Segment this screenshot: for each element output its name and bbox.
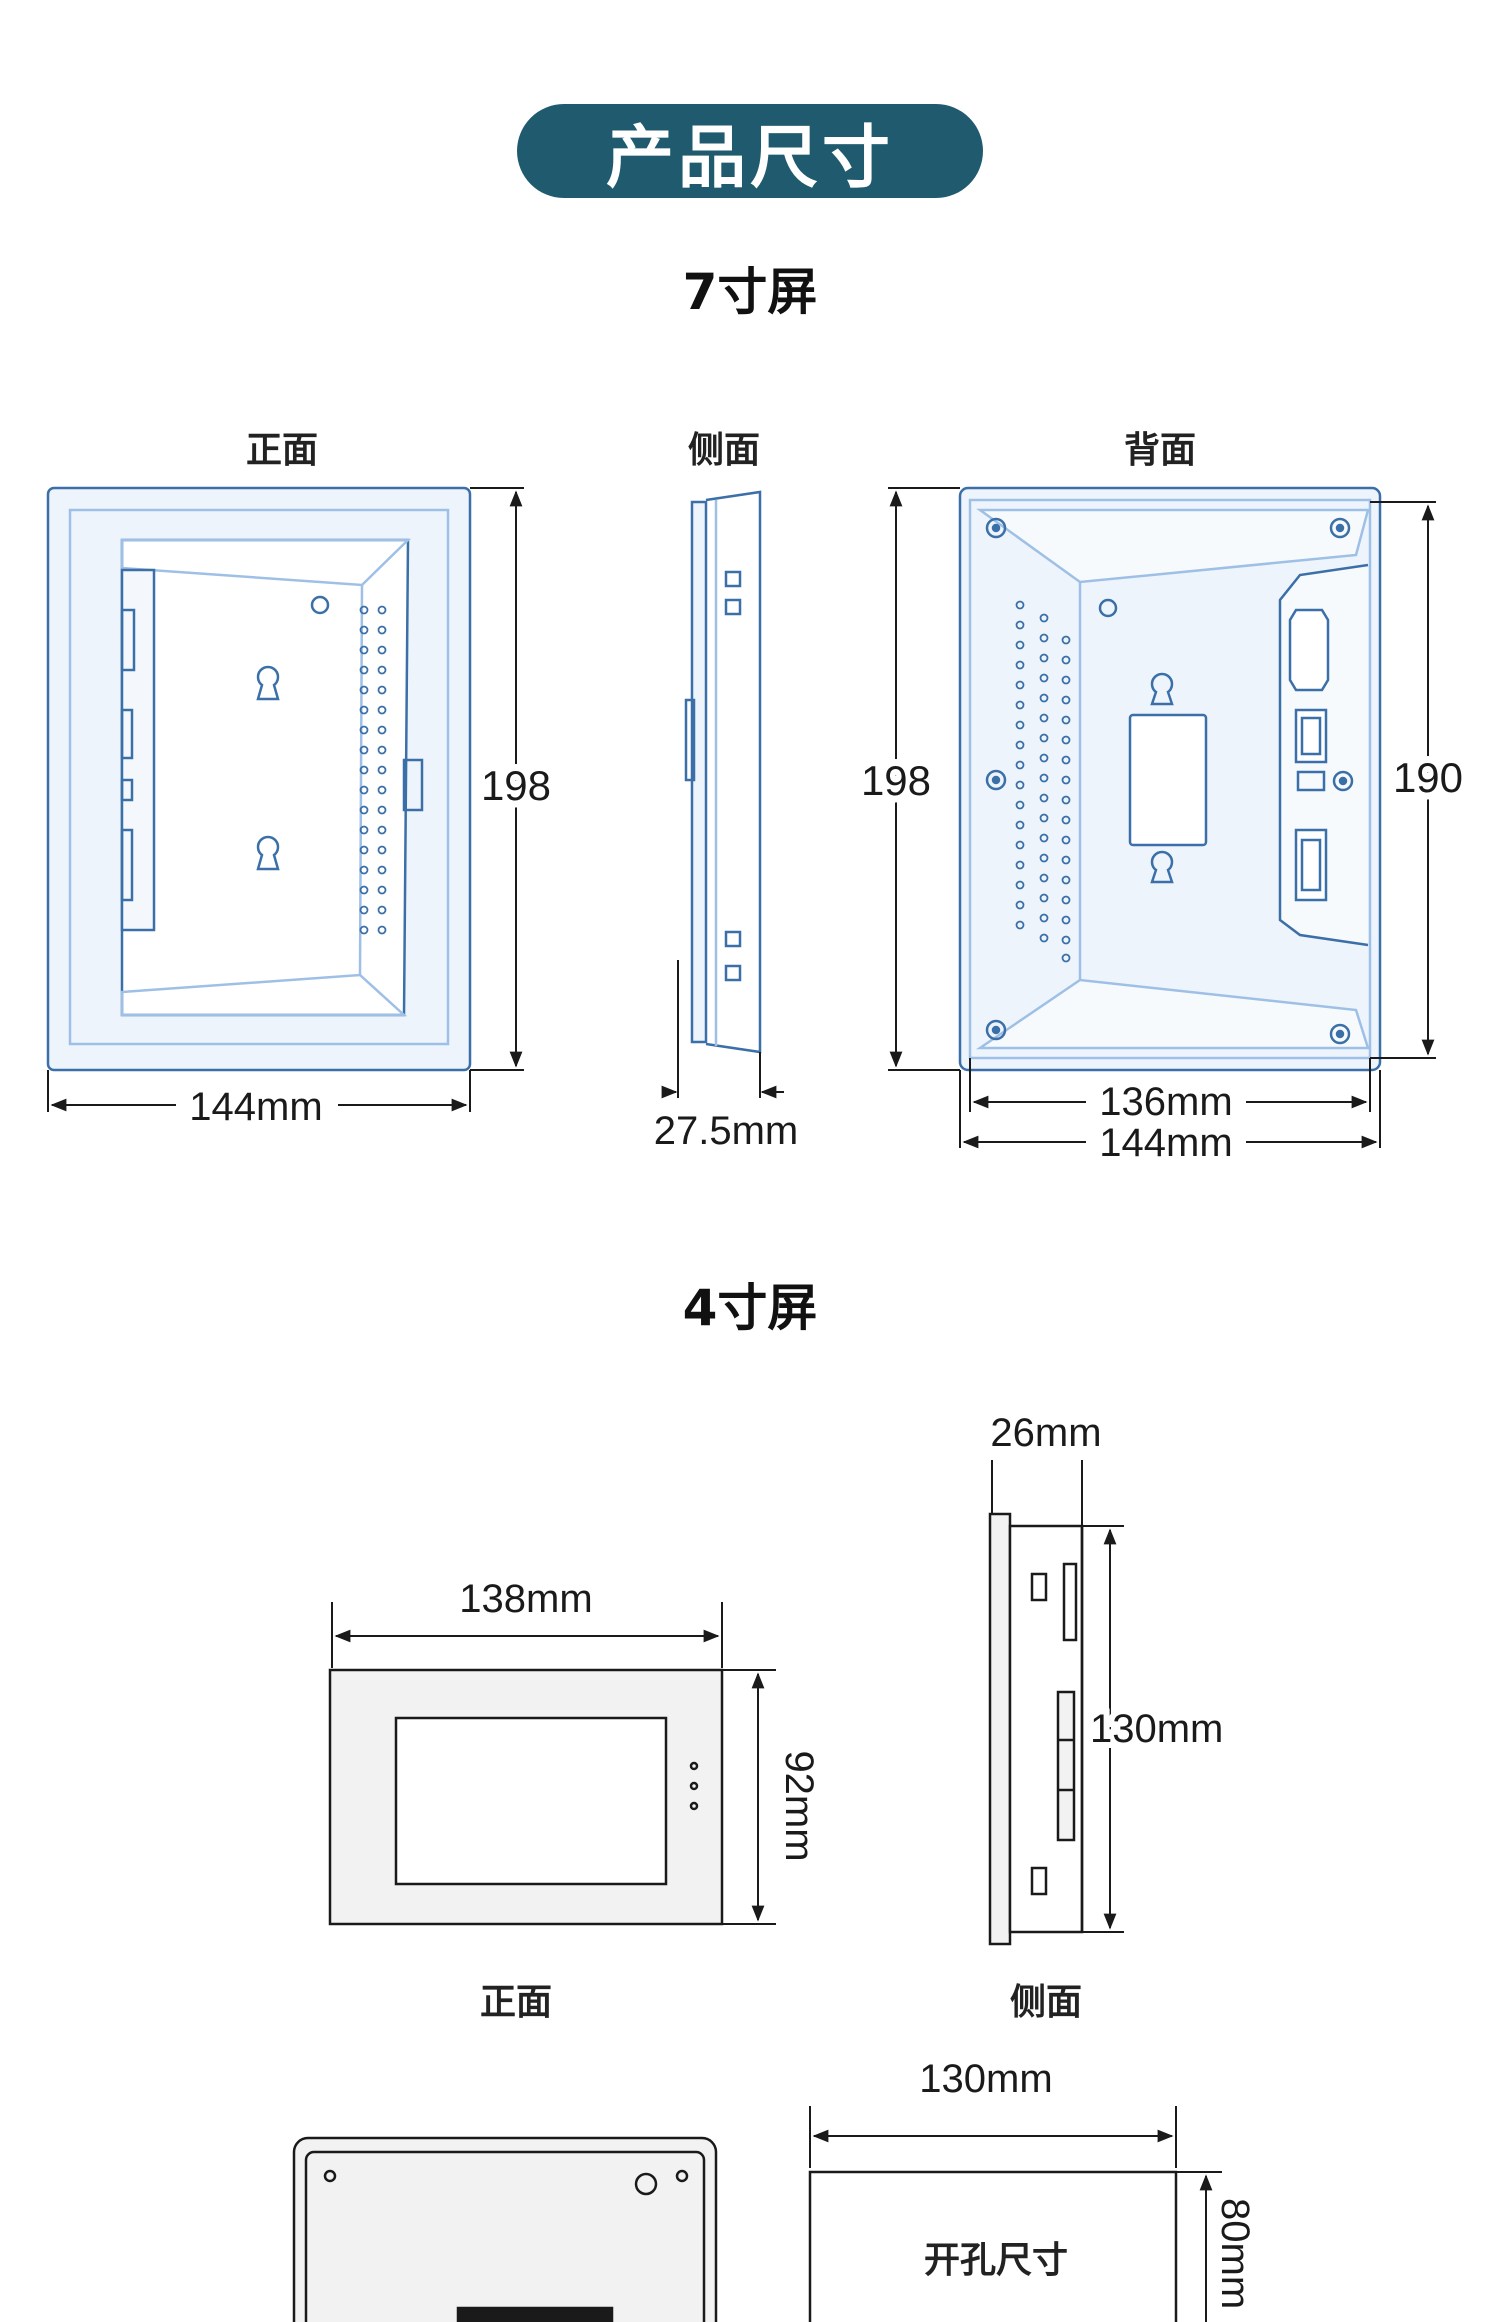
back-width-outer-7inch: 144mm [1099, 1121, 1232, 1165]
side-dimension-lines-7inch [661, 960, 784, 1099]
front-height-7inch: 198 [481, 762, 551, 809]
front-view-4inch [328, 1668, 724, 1926]
front-label-4inch: 正面 [480, 1982, 552, 2023]
front-width-7inch: 144mm [189, 1085, 322, 1129]
cutout-width-4inch: 130mm [919, 2057, 1052, 2101]
side-view-4inch [988, 1512, 1084, 1946]
side-height-4inch: 130mm [1090, 1707, 1223, 1751]
back-dimension-lines-7inch [888, 487, 1436, 1149]
section-4inch-title: 4寸屏 [682, 1279, 818, 1337]
cutout-view-4inch [808, 2170, 1178, 2322]
back-view-4inch [292, 2136, 718, 2322]
back-width-inner-7inch: 136mm [1099, 1080, 1232, 1124]
side-label-4inch: 侧面 [1010, 1982, 1082, 2023]
cutout-height-4inch: 80mm [1213, 2198, 1257, 2309]
section-7inch-title: 7寸屏 [682, 263, 818, 321]
front-height-4inch: 92mm [777, 1750, 821, 1861]
back-vent-holes-7inch [1015, 600, 1071, 963]
front-dimension-lines-4inch [331, 1602, 776, 1925]
side-depth-4inch: 26mm [990, 1411, 1101, 1455]
front-view-7inch [46, 486, 472, 1072]
cutout-label-4inch: 开孔尺寸 [924, 2240, 1068, 2281]
front-vent-holes-7inch [359, 605, 387, 935]
front-width-4inch: 138mm [459, 1577, 592, 1621]
front-dimension-lines-7inch [47, 487, 524, 1112]
side-view-7inch [684, 490, 762, 1054]
title-banner: 产品尺寸 [517, 104, 983, 198]
cutout-dimension-lines-4inch [809, 2106, 1222, 2322]
front-label-7inch: 正面 [246, 430, 318, 471]
side-depth-7inch: 27.5mm [654, 1109, 799, 1153]
side-label-7inch: 侧面 [688, 430, 760, 471]
back-height-inner-7inch: 190 [1393, 754, 1463, 801]
back-label-7inch: 背面 [1124, 430, 1196, 471]
back-height-outer-7inch: 198 [861, 757, 931, 804]
back-view-7inch [958, 486, 1382, 1072]
side-dimension-lines-4inch [991, 1460, 1124, 1933]
page-title: 产品尺寸 [605, 118, 894, 198]
